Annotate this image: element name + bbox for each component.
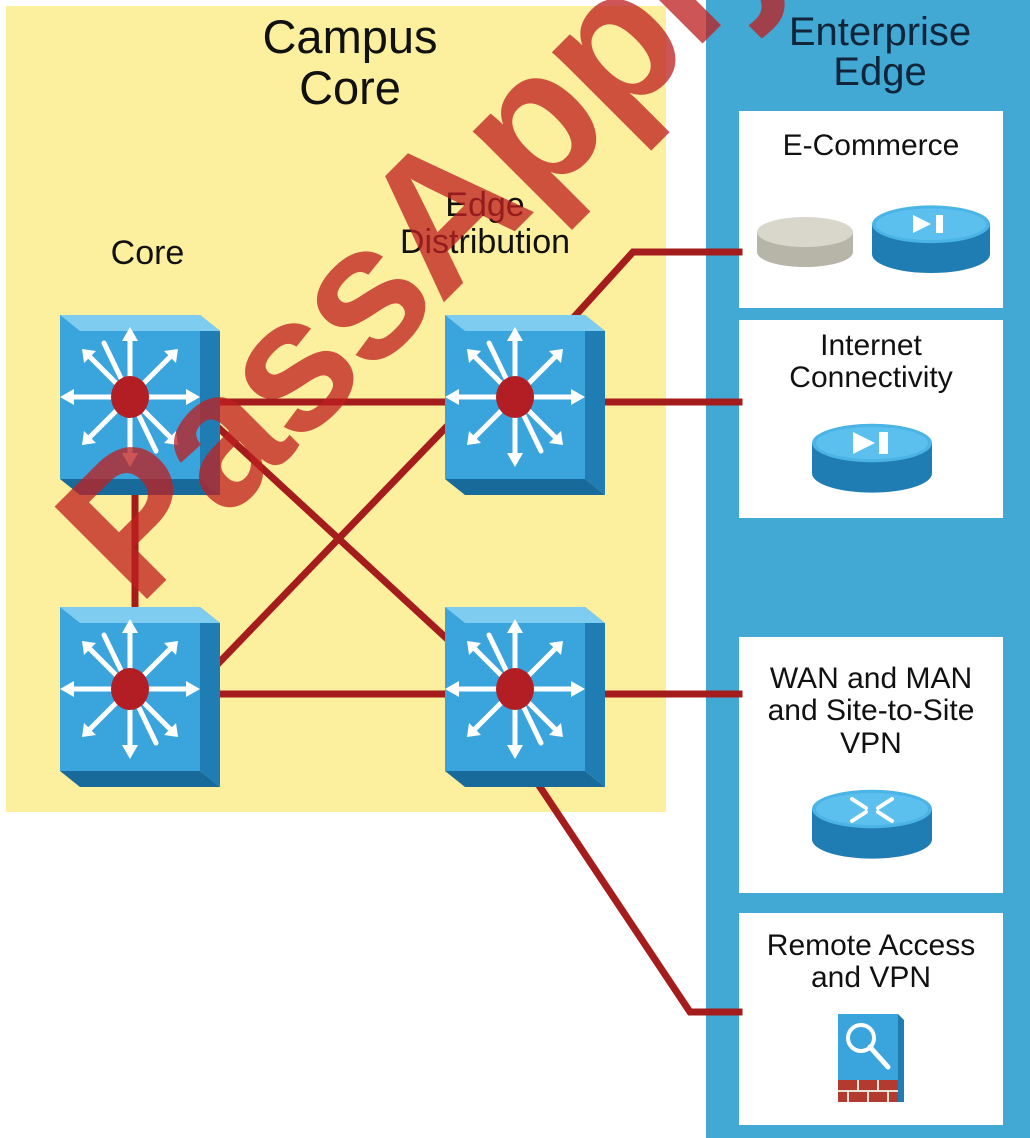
ecommerce-label: E-Commerce [782,129,960,162]
edge-distribution-label: Edge Distribution [399,186,571,261]
database-disk-icon [757,217,853,267]
link-dist2-remote [525,767,743,1016]
internet-router-icon [812,423,932,493]
distribution-switch-2-icon [445,607,605,787]
wan-man-vpn-label: WAN and MAN and Site-to-Site VPN [767,662,975,760]
link-dist1-ecommerce [550,248,743,343]
play-pause-icon [853,432,888,454]
play-pause-icon [913,215,943,233]
link-core2-dist1 [205,413,460,677]
distribution-switch-1-icon [445,315,605,495]
core-switch-2-icon [60,607,220,787]
enterprise-edge-title: Enterprise Edge [788,10,972,94]
vpn-firewall-icon [838,1014,904,1102]
router-arrows-icon [850,797,894,823]
campus-core-title: Campus Core [262,10,438,114]
wan-router-icon [812,789,932,859]
core-column-label: Core [110,234,185,272]
core-switch-1-icon [60,315,220,495]
internet-connectivity-label: Internet Connectivity [789,329,953,395]
remote-access-vpn-label: Remote Access and VPN [766,929,976,995]
ecommerce-router-icon [872,205,990,274]
